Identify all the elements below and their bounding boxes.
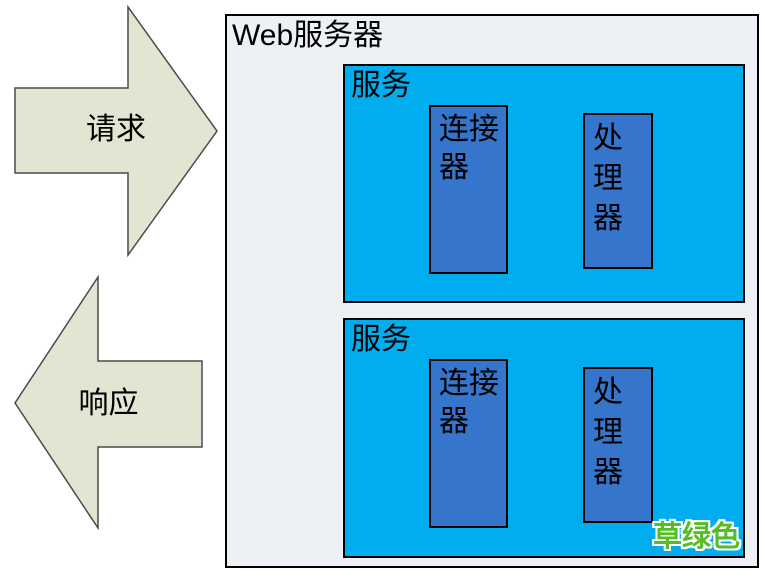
processor-box: 处 理 器 xyxy=(583,367,653,523)
service-box-1: 服务 连接 器 处 理 器 xyxy=(343,64,745,303)
connector-label-line: 连接 xyxy=(439,367,499,400)
processor-label-line: 处 xyxy=(593,122,623,155)
processor-label-line: 处 xyxy=(593,376,623,409)
connector-box: 连接 器 xyxy=(429,105,508,274)
web-server-title: Web服务器 xyxy=(232,19,384,52)
connector-label-line: 连接 xyxy=(439,113,499,146)
processor-label-line: 理 xyxy=(593,162,623,195)
request-arrow-label: 请求 xyxy=(86,113,146,146)
service-label: 服务 xyxy=(351,69,411,102)
service-box-2: 服务 连接 器 处 理 器 草绿色 xyxy=(343,318,745,558)
connector-label-line: 器 xyxy=(439,405,469,438)
arrows-graphic xyxy=(14,4,218,531)
connector-label-line: 器 xyxy=(439,151,469,184)
processor-label-line: 理 xyxy=(593,416,623,449)
processor-box: 处 理 器 xyxy=(583,113,653,269)
web-server-box: Web服务器 服务 连接 器 处 理 器 服务 连接 器 处 理 器 草绿色 xyxy=(225,14,759,568)
connector-box: 连接 器 xyxy=(429,359,508,528)
processor-label-line: 器 xyxy=(593,202,623,235)
processor-label-line: 器 xyxy=(593,456,623,489)
response-arrow-shape xyxy=(14,274,203,531)
annotation-grass-green: 草绿色 xyxy=(652,521,740,553)
service-label: 服务 xyxy=(351,323,411,356)
request-arrow-shape xyxy=(14,4,218,258)
response-arrow-label: 响应 xyxy=(78,387,139,420)
